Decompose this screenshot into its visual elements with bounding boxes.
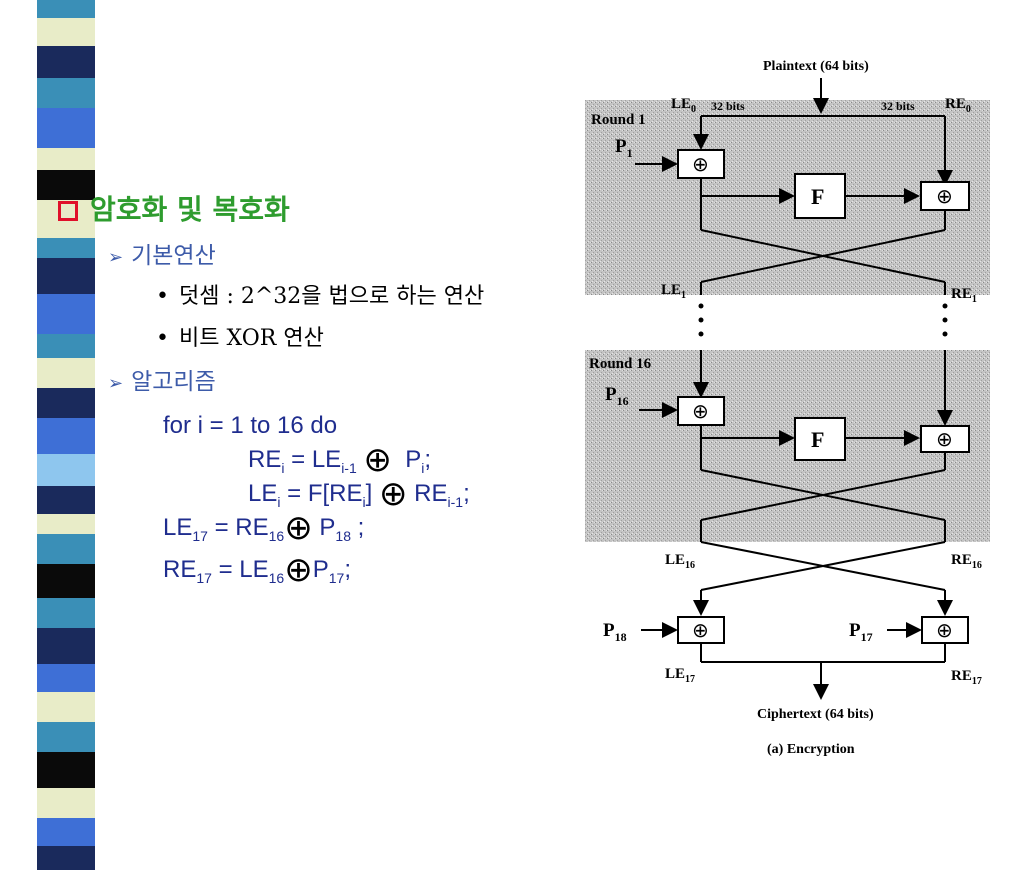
figure-caption: (a) Encryption (767, 742, 855, 757)
final-xor-left-box (677, 616, 725, 644)
xor-icon: ⊕ (692, 399, 709, 423)
p17-label: P17 (849, 620, 873, 644)
slide-heading: 암호화 및 복호화 (58, 188, 290, 228)
algo-line-re17: RE17 = LE16⊕P17; (163, 553, 351, 587)
algo-text: RE (248, 446, 282, 473)
le16-label: LE16 (665, 552, 695, 571)
decorative-stripe (37, 0, 95, 870)
final-xor-right-box (921, 616, 969, 644)
algo-text: ; (463, 480, 470, 507)
ellipsis-dots (698, 303, 948, 337)
algo-line-le17: LE17 = RE16⊕ P18 ; (163, 511, 365, 545)
algo-line-le: LEi = F[REi] ⊕ REi-1; (248, 477, 470, 511)
xor-icon: ⊕ (378, 475, 408, 513)
ciphertext-label: Ciphertext (64 bits) (757, 707, 874, 722)
xor-icon: ⊕ (284, 509, 313, 547)
plaintext-label: Plaintext (64 bits) (763, 59, 869, 74)
heading-text: 암호화 및 복호화 (90, 193, 290, 226)
r16-cross-b (700, 469, 946, 521)
bits-right-label: 32 bits (881, 99, 915, 113)
algo-text: P (405, 446, 422, 473)
algo-sub: i (281, 459, 285, 476)
algo-sub: i (421, 459, 425, 476)
basic-ops-item: ➢ 기본연산 (108, 236, 216, 270)
xor-icon: ⊕ (692, 618, 709, 642)
algo-text: RE (414, 480, 448, 507)
basic-op-addition: • 덧셈 : 2^32을 법으로 하는 연산 (156, 278, 484, 310)
algo-sub: i (277, 493, 281, 510)
r1-f-label: F (811, 184, 824, 209)
p18-label: P18 (603, 620, 627, 644)
le1-label: LE1 (661, 282, 686, 301)
r16-f-box (794, 417, 846, 461)
algo-text: P (312, 556, 329, 583)
re0-label: RE0 (945, 96, 971, 115)
algo-text: LE (163, 514, 193, 541)
p16-label: P16 (605, 384, 629, 408)
dot-bullet-icon: • (156, 326, 169, 351)
algo-sub: 17 (192, 527, 208, 544)
algo-sub: 16 (268, 569, 285, 586)
re1-label: RE1 (951, 286, 977, 305)
algo-text: = RE (207, 514, 269, 541)
algo-text: = F[RE (280, 480, 363, 507)
le0-label: LE0 (671, 96, 696, 115)
r16-f-label: F (811, 427, 824, 452)
dot-bullet-icon: • (156, 284, 169, 309)
basic-ops-label: 기본연산 (131, 243, 216, 269)
algo-text: = LE (284, 446, 342, 473)
round16-label: Round 16 (589, 356, 652, 372)
algo-line-for-text: for i = 1 to 16 do (163, 412, 338, 439)
arrow-bullet-icon: ➢ (108, 373, 124, 394)
r1-f-box (794, 173, 846, 219)
algo-text: = LE (211, 556, 269, 583)
xor-icon: ⊕ (692, 152, 709, 176)
basic-op-xor-text: 비트 XOR 연산 (178, 326, 324, 351)
basic-op-addition-text: 덧셈 : 2^32을 법으로 하는 연산 (178, 284, 485, 309)
re17-label: RE17 (951, 668, 982, 687)
algo-text: ; (424, 446, 432, 473)
r1-xor-left-box (677, 149, 725, 179)
p1-label: P1 (615, 136, 633, 160)
algo-text: P (319, 514, 336, 541)
algo-sub: 17 (196, 569, 212, 586)
xor-icon: ⊕ (284, 551, 313, 589)
swap-b (700, 541, 946, 591)
arrow-bullet-icon: ➢ (108, 247, 124, 268)
algorithm-item: ➢ 알고리즘 (108, 362, 216, 396)
algo-sub: i-1 (341, 459, 357, 476)
algo-sub: 18 (335, 527, 351, 544)
algo-sub: i-1 (447, 493, 464, 510)
round1-label: Round 1 (591, 112, 646, 128)
le17-label: LE17 (665, 666, 695, 685)
xor-icon: ⊕ (936, 184, 953, 208)
xor-icon: ⊕ (936, 618, 953, 642)
algo-line-for: for i = 1 to 16 do (163, 412, 337, 440)
algo-text: ] (365, 480, 373, 507)
bits-left-label: 32 bits (711, 99, 745, 113)
algo-sub: 17 (328, 569, 345, 586)
re16-label: RE16 (951, 552, 982, 571)
feistel-encryption-diagram: Plaintext (64 bits) LE0 RE0 32 bits 32 b… (585, 59, 990, 757)
algo-sub: i (362, 493, 366, 510)
algorithm-label: 알고리즘 (131, 369, 216, 395)
xor-icon: ⊕ (936, 427, 953, 451)
r1-cross-b (700, 229, 946, 283)
algo-text: ; (344, 556, 351, 583)
algo-text: RE (163, 556, 197, 583)
algo-sub: 16 (268, 527, 285, 544)
algo-line-re: REi = LEi-1 ⊕ Pi; (248, 443, 432, 477)
algo-text: LE (248, 480, 278, 507)
basic-op-xor: • 비트 XOR 연산 (156, 320, 324, 352)
r1-xor-right-box (920, 181, 970, 211)
xor-icon: ⊕ (363, 441, 392, 479)
square-bullet-icon (58, 201, 78, 221)
algo-text: ; (350, 514, 365, 541)
